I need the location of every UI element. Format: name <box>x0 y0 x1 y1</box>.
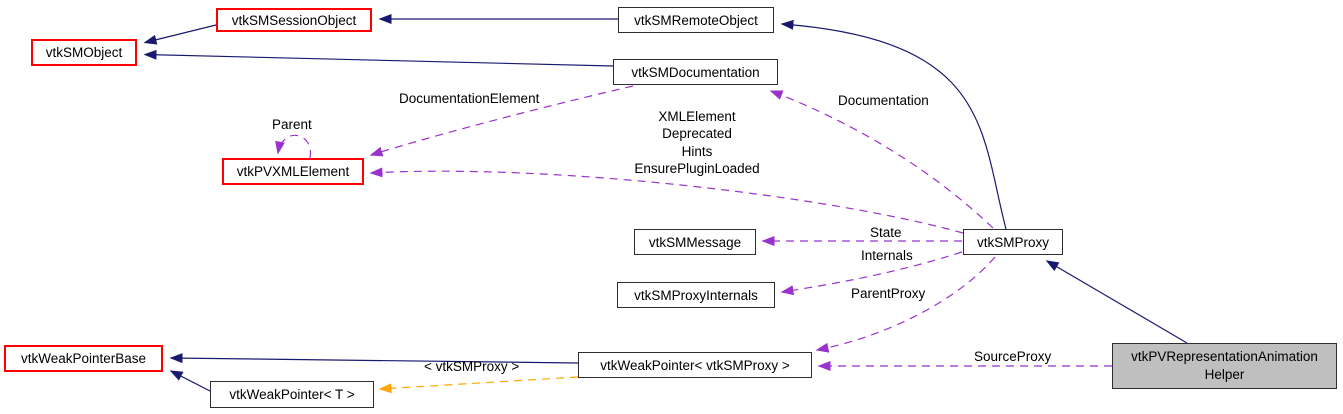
node-vtksmobject[interactable]: vtkSMObject <box>31 39 137 66</box>
edge-usage-parent-selfloop <box>275 134 312 159</box>
edge-usage-documentationelement <box>369 85 634 157</box>
edge-usage-documentation <box>769 90 994 229</box>
node-label: vtkPVXMLElement <box>236 164 350 179</box>
edge-label-documentation-element: DocumentationElement <box>399 91 540 106</box>
node-label: vtkSMProxyInternals <box>634 287 758 303</box>
edge-label-hints: Hints <box>681 143 713 159</box>
edge-inherit-sessionobject-to-smobject <box>143 24 217 45</box>
node-vtkweakpointer-vtksmproxy[interactable]: vtkWeakPointer< vtkSMProxy > <box>578 352 812 378</box>
node-label: vtkWeakPointer< T > <box>229 387 355 402</box>
edge-label-parent-proxy: ParentProxy <box>851 286 926 301</box>
edge-label-internals: Internals <box>861 248 913 263</box>
edge-label-xmlelement-group: XMLElement Deprecated Hints EnsurePlugin… <box>622 108 772 178</box>
node-label: vtkSMProxy <box>976 234 1049 250</box>
node-vtksmdocumentation[interactable]: vtkSMDocumentation <box>613 59 778 85</box>
node-label: vtkSMRemoteObject <box>634 12 758 28</box>
node-label-line1: vtkPVRepresentationAnimation <box>1131 349 1318 364</box>
node-label: vtkSMSessionObject <box>231 12 357 28</box>
edge-inherit-weakpointert-to-weakpointerbase <box>169 370 211 392</box>
edge-template-weakpointerproxy-to-weakpointert <box>378 376 579 394</box>
edge-label-state: State <box>870 225 902 240</box>
edge-inherit-documentation-to-smobject <box>143 49 614 67</box>
node-vtkpvxmlelement[interactable]: vtkPVXMLElement <box>222 158 364 185</box>
node-vtkweakpointerbase[interactable]: vtkWeakPointerBase <box>4 345 163 372</box>
node-vtksmproxyinternals[interactable]: vtkSMProxyInternals <box>617 282 775 308</box>
node-vtksmmessage[interactable]: vtkSMMessage <box>634 229 756 255</box>
node-label: vtkSMMessage <box>648 234 742 250</box>
node-label-line2: Helper <box>1204 367 1245 382</box>
edge-label-source-proxy: SourceProxy <box>974 349 1052 364</box>
node-label: vtkSMObject <box>45 45 123 60</box>
node-vtkweakpointer-t[interactable]: vtkWeakPointer< T > <box>210 381 374 408</box>
node-vtksmproxy[interactable]: vtkSMProxy <box>963 229 1063 255</box>
edge-usage-parentproxy <box>815 256 996 353</box>
edge-usage-xmlelement <box>369 167 964 234</box>
node-label: vtkWeakPointerBase <box>20 351 147 366</box>
node-vtksmsessionobject[interactable]: vtkSMSessionObject <box>216 8 372 32</box>
edge-inherit-weakpointerproxy-to-weakpointerbase <box>169 353 579 364</box>
edge-label-parent: Parent <box>272 117 312 132</box>
edge-label-ensure-plugin-loaded: EnsurePluginLoaded <box>634 161 760 177</box>
node-label: vtkSMDocumentation <box>631 64 760 80</box>
edge-inherit-helper-to-smproxy <box>1045 260 1188 344</box>
node-vtkpvrepresentationanimationhelper: vtkPVRepresentationAnimation Helper <box>1112 343 1337 389</box>
node-vtksmremoteobject[interactable]: vtkSMRemoteObject <box>618 7 774 33</box>
edge-label-deprecated: Deprecated <box>662 126 732 142</box>
edge-label-documentation: Documentation <box>838 93 929 108</box>
edge-inherit-smproxy-to-remoteobject <box>780 19 1007 230</box>
edge-label-template-instance: < vtkSMProxy > <box>424 359 520 374</box>
edge-label-xmlelement: XMLElement <box>658 109 736 124</box>
node-label: vtkWeakPointer< vtkSMProxy > <box>600 357 790 373</box>
